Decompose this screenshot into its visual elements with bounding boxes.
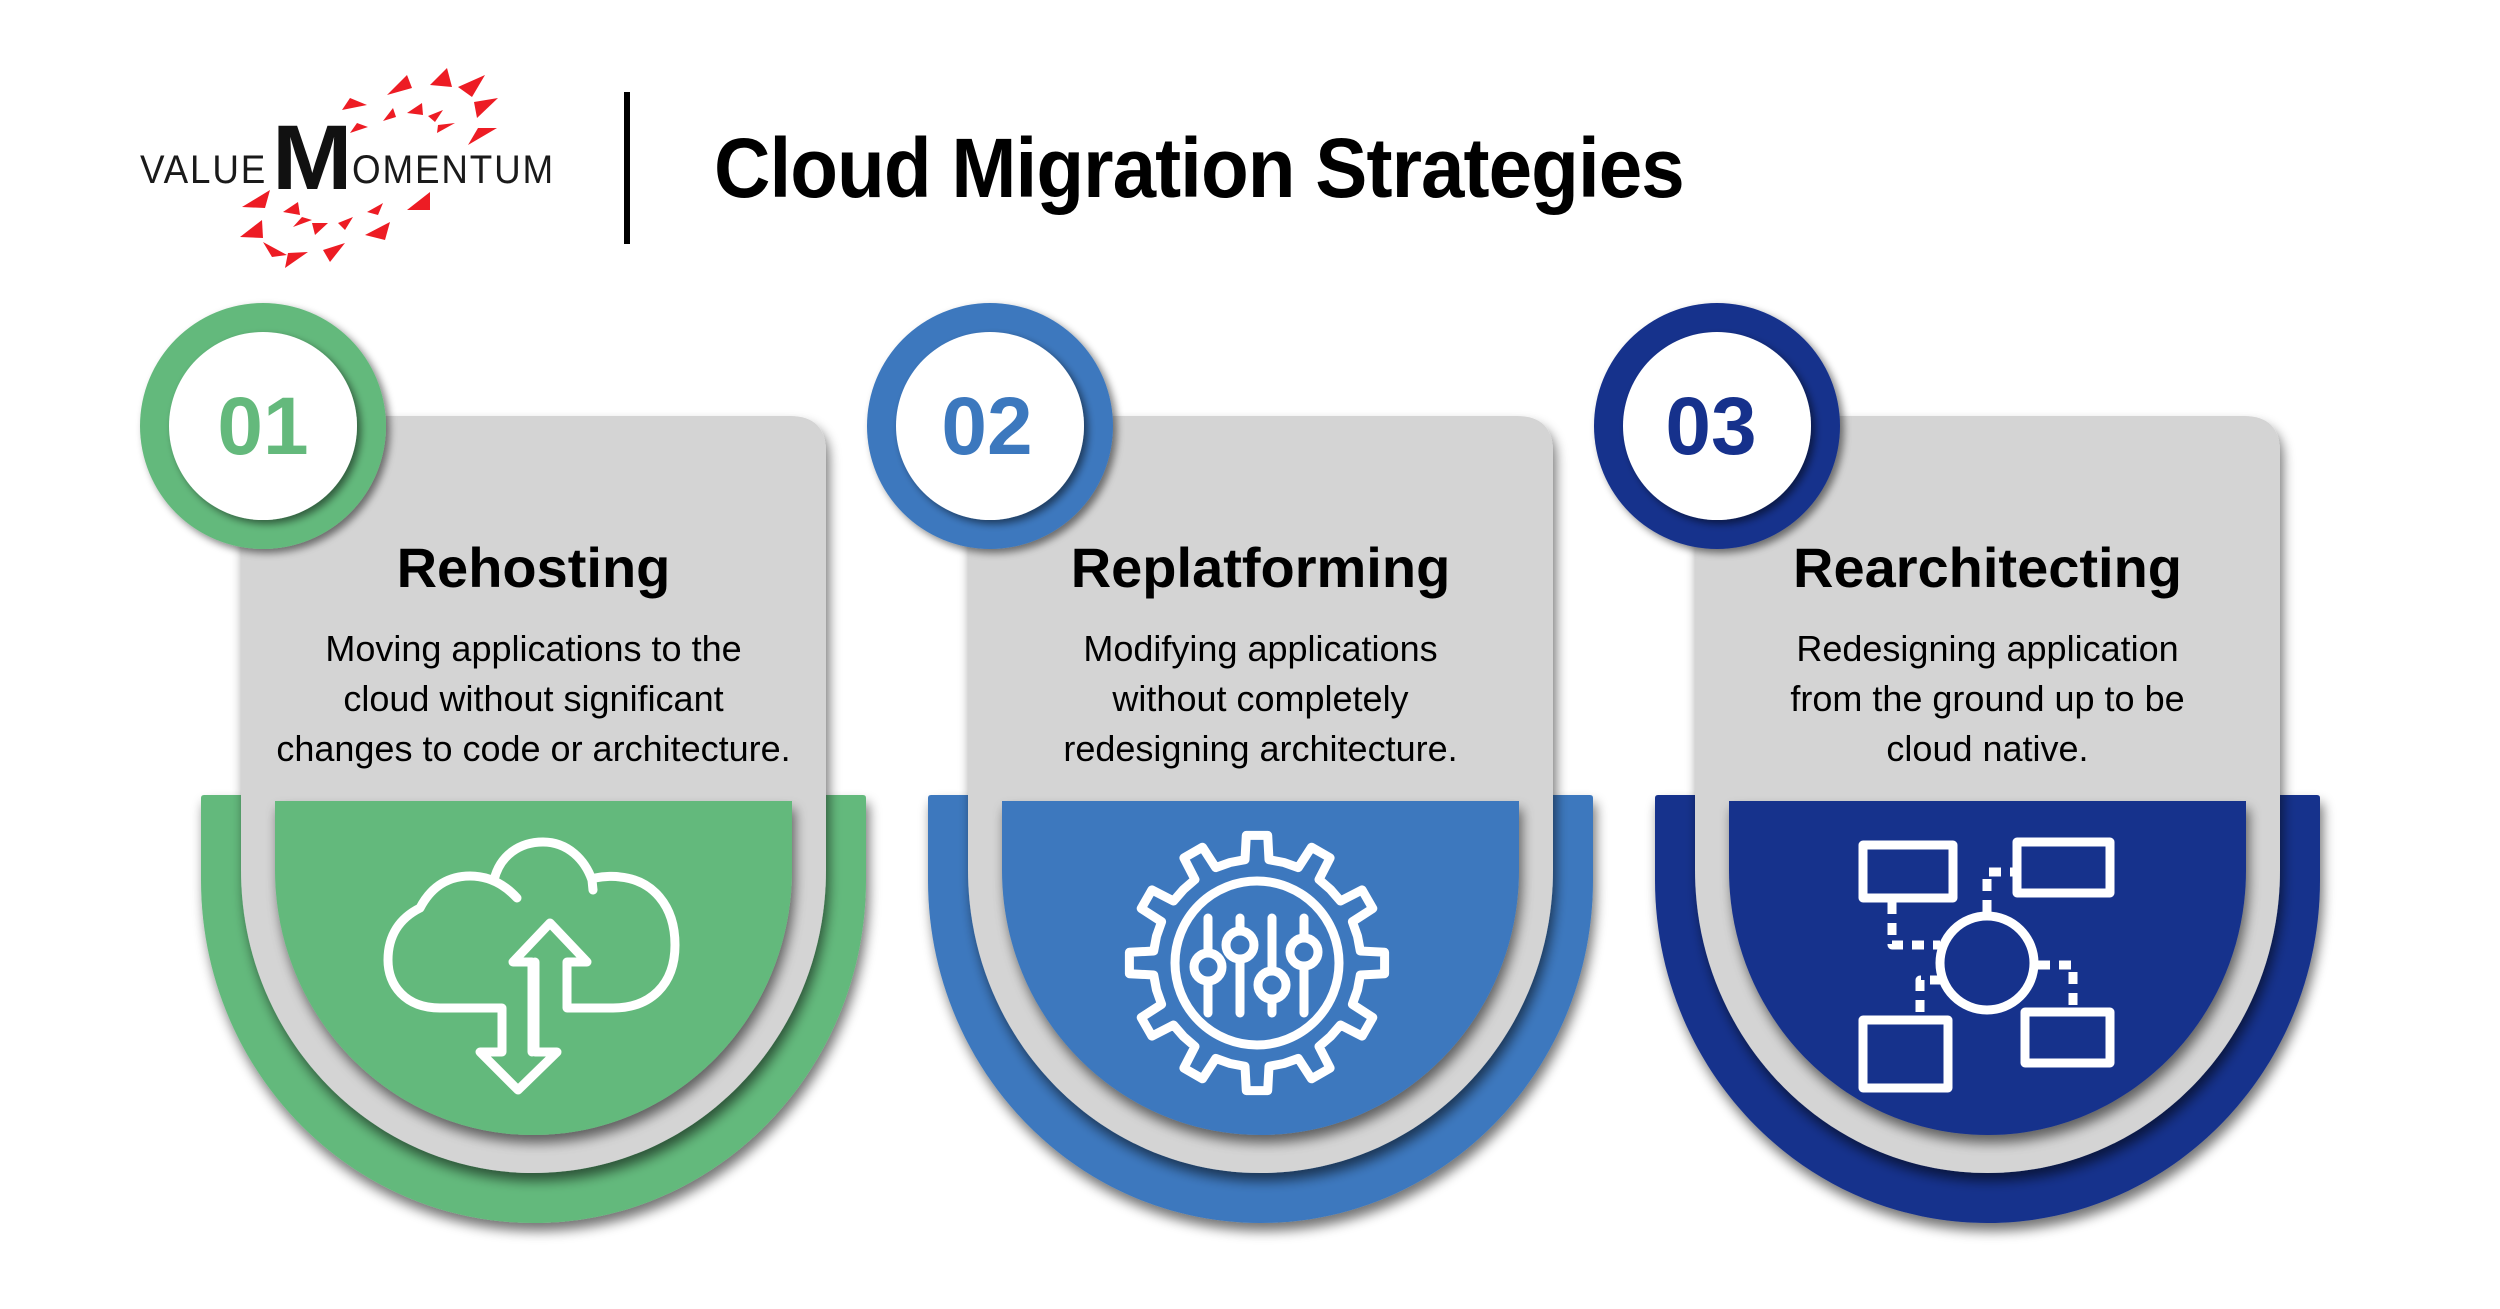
card-title: Rearchitecting [1793,536,2182,599]
logo-triangle [474,98,498,118]
logo-triangle [383,108,396,121]
gear-outline [1124,830,1390,1096]
card-description-line: changes to code or architecture. [276,728,791,769]
card-description: Moving applications to the cloud without… [241,624,826,774]
card-title: Replatforming [1070,536,1451,599]
diagram-box [1858,1015,1953,1093]
logo-triangle [468,128,497,145]
card-icon-panel [1729,801,2246,1135]
slider-knob [1253,966,1291,1004]
logo-triangle [430,68,452,87]
diagram-box [2012,837,2115,898]
logo-triangle [312,223,328,235]
diagram-box [2020,1007,2115,1068]
card-graphic-2 [867,303,1593,1223]
logo-triangle [428,110,443,122]
card-title: Rehosting [396,536,671,599]
card-description-line: Moving applications to the [325,628,742,669]
card-number: 01 [217,381,309,472]
diagram-connector [2038,960,2078,1008]
slider-knob [1285,933,1323,971]
logo-triangle [285,252,308,268]
logo-triangle [458,75,485,97]
diagram-connector [1915,975,1942,1016]
logo-text-value: VALUE [140,148,268,192]
logo-triangle [240,220,263,238]
logo-triangle [293,217,312,227]
logo-text-omentum: OMENTUM [352,148,555,192]
card-description-line: Modifying applications [1083,628,1438,669]
logo-mark [240,68,498,268]
card-description-line: from the ground up to be [1790,678,2185,719]
card-icon-panel [1002,801,1519,1135]
logo-triangle [342,98,367,110]
gear-sliders-icon [1124,830,1390,1096]
card-description: Redesigning application from the ground … [1695,624,2280,774]
logo-triangle [338,217,353,230]
gear-inner-circle [1170,876,1344,1050]
card-description-line: redesigning architecture. [1063,728,1458,769]
logo-triangle [263,242,287,257]
number-badge-center [1623,332,1811,520]
header-divider [624,92,630,244]
logo-triangle [283,202,300,215]
card-description-line: cloud without significant [343,678,724,719]
number-badge-center [169,332,357,520]
logo-triangle [437,123,455,133]
card-description-line: Redesigning application [1796,628,2179,669]
logo-triangle [387,75,412,95]
logo-triangle [365,222,390,240]
card-number: 03 [1665,381,1757,472]
logo-triangle [367,203,383,215]
card-description-line: cloud native. [1886,728,2089,769]
diagram-hub [1935,911,2039,1015]
architecture-diagram-icon [1858,837,2115,1093]
diagram-connector [1887,902,1940,950]
logo-text-m: M [272,107,353,209]
slider-knob [1221,926,1259,964]
card-number: 02 [941,381,1033,472]
cloud-arrow-path [383,837,680,1095]
logo-triangle [242,190,270,208]
logo-triangle [350,123,368,133]
logo-triangle [407,103,423,115]
card-description-line: without completely [1112,678,1409,719]
page-title: Cloud Migration Strategies [714,121,1685,215]
number-badge-center [896,332,1084,520]
card-graphic-1 [140,303,866,1223]
logo-triangle [407,192,430,210]
diagram-box [1858,840,1958,903]
card-graphic-3 [1594,303,2320,1223]
card-description: Modifying applications without completel… [968,624,1553,774]
slider-knob [1189,948,1227,986]
logo-triangle [323,243,345,262]
cloud-upload-download-icon [383,837,680,1095]
diagram-shapes [1858,837,2115,1093]
